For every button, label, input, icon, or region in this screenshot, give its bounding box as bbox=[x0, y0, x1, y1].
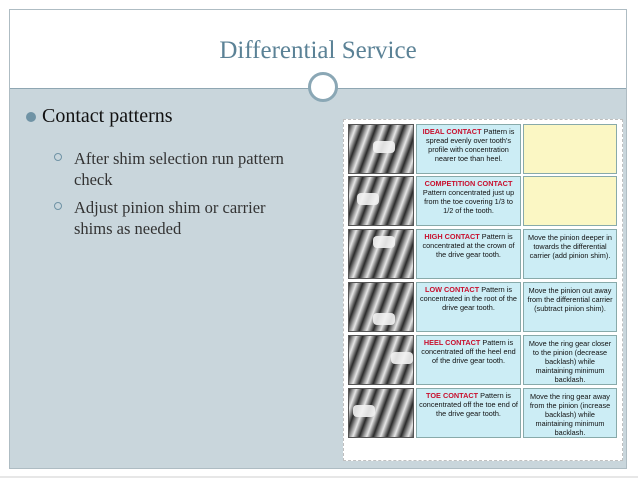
contact-heading: IDEAL CONTACT bbox=[422, 127, 484, 136]
contact-description-cell: COMPETITION CONTACT Pattern concentrated… bbox=[416, 176, 521, 226]
contact-patch bbox=[373, 313, 395, 325]
slide-title: Differential Service bbox=[219, 37, 417, 64]
contact-description-cell: HIGH CONTACT Pattern is concentrated at … bbox=[416, 229, 521, 279]
correction-cell: Move the ring gear away from the pinion … bbox=[523, 388, 617, 438]
slide-frame: Differential Service Contact patterns Af… bbox=[9, 9, 627, 469]
correction-cell: Move the pinion out away from the differ… bbox=[523, 282, 617, 332]
contact-description: Pattern is concentrated at the crown of … bbox=[422, 232, 515, 259]
sub-bullet: Adjust pinion shim or carrier shims as n… bbox=[54, 197, 304, 239]
bullet-ring-icon bbox=[54, 153, 62, 161]
contact-description-cell: IDEAL CONTACT Pattern is spread evenly o… bbox=[416, 124, 521, 174]
contact-description: Pattern is concentrated off the toe end … bbox=[419, 391, 518, 418]
correction-cell bbox=[523, 124, 617, 174]
sub-bullet-text: After shim selection run pattern check bbox=[74, 149, 284, 189]
contact-patch bbox=[353, 405, 375, 417]
contact-patch bbox=[373, 141, 395, 153]
bullet-dot-icon bbox=[26, 111, 36, 122]
correction-cell bbox=[523, 176, 617, 226]
contact-description: Pattern is spread evenly over tooth's pr… bbox=[426, 127, 515, 163]
contact-patch bbox=[391, 352, 413, 364]
gear-tooth-image bbox=[348, 388, 414, 438]
gear-tooth-image bbox=[348, 229, 414, 279]
contact-patch bbox=[357, 193, 379, 205]
gear-tooth-image bbox=[348, 176, 414, 226]
contact-row: HIGH CONTACT Pattern is concentrated at … bbox=[348, 229, 617, 279]
gear-tooth-image bbox=[348, 335, 414, 385]
contact-description: Pattern is concentrated off the heel end… bbox=[421, 338, 516, 365]
correction-cell: Move the ring gear closer to the pinion … bbox=[523, 335, 617, 385]
contact-heading: COMPETITION CONTACT bbox=[424, 179, 513, 188]
contact-description-cell: LOW CONTACT Pattern is concentrated in t… bbox=[416, 282, 521, 332]
bottom-edge bbox=[0, 476, 638, 478]
correction-cell: Move the pinion deeper in towards the di… bbox=[523, 229, 617, 279]
gear-tooth-image bbox=[348, 282, 414, 332]
contact-patch bbox=[373, 236, 395, 248]
contact-pattern-figure: IDEAL CONTACT Pattern is spread evenly o… bbox=[343, 119, 623, 461]
sub-bullet: After shim selection run pattern check bbox=[54, 148, 304, 190]
main-bullet-text: Contact patterns bbox=[42, 105, 173, 127]
contact-row: TOE CONTACT Pattern is concentrated off … bbox=[348, 388, 617, 438]
contact-description: Pattern is concentrated in the root of t… bbox=[420, 285, 517, 312]
main-bullet: Contact patterns bbox=[26, 105, 173, 128]
contact-row: COMPETITION CONTACT Pattern concentrated… bbox=[348, 176, 617, 226]
contact-heading: HIGH CONTACT bbox=[424, 232, 482, 241]
contact-description-cell: TOE CONTACT Pattern is concentrated off … bbox=[416, 388, 521, 438]
contact-heading: LOW CONTACT bbox=[424, 285, 482, 294]
contact-heading: HEEL CONTACT bbox=[423, 338, 483, 347]
contact-description-cell: HEEL CONTACT Pattern is concentrated off… bbox=[416, 335, 521, 385]
contact-heading: TOE CONTACT bbox=[426, 391, 481, 400]
contact-row: LOW CONTACT Pattern is concentrated in t… bbox=[348, 282, 617, 332]
contact-description: Pattern concentrated just up from the to… bbox=[422, 188, 515, 215]
gear-tooth-image bbox=[348, 124, 414, 174]
decorative-circle bbox=[308, 72, 338, 102]
sub-bullet-text: Adjust pinion shim or carrier shims as n… bbox=[74, 198, 266, 238]
contact-row: IDEAL CONTACT Pattern is spread evenly o… bbox=[348, 124, 617, 174]
contact-row: HEEL CONTACT Pattern is concentrated off… bbox=[348, 335, 617, 385]
bullet-ring-icon bbox=[54, 202, 62, 210]
